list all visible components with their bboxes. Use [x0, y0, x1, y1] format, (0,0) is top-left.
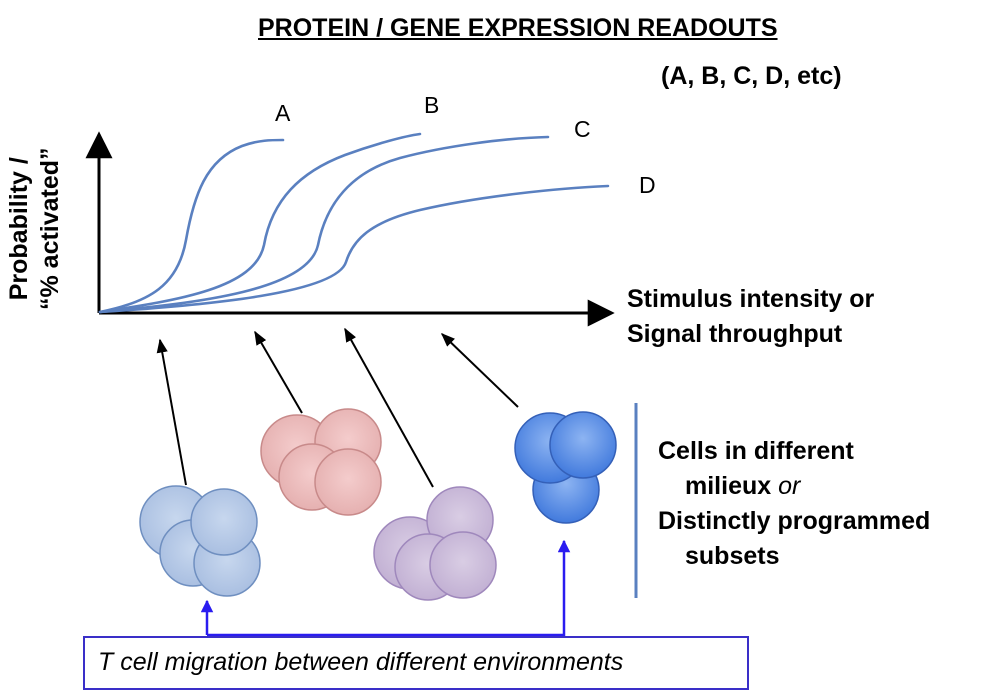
curve-label-b: B	[424, 92, 440, 118]
arrow-bright-blue	[440, 333, 519, 408]
arrow-pink	[254, 330, 303, 414]
curve-c	[98, 135, 550, 314]
cells-caption-line2-prefix: milieux	[685, 472, 779, 500]
curve-d	[98, 184, 610, 314]
cells-caption-line2: milieux or	[658, 469, 930, 504]
curve-label-d: D	[639, 172, 656, 198]
diagram-subtitle: (A, B, C, D, etc)	[661, 62, 842, 90]
y-axis-label-line1: Probability /	[5, 157, 33, 301]
curve-b	[98, 132, 422, 314]
cells-caption: Cells in different milieux or Distinctly…	[658, 434, 930, 574]
x-axis-label-line1: Stimulus intensity or	[627, 285, 875, 313]
migration-text: T cell migration between different envir…	[98, 648, 624, 676]
diagram-title: PROTEIN / GENE EXPRESSION READOUTS	[258, 14, 778, 42]
x-axis-label-line2: Signal throughput	[627, 320, 843, 348]
cell-cluster-pink	[260, 408, 382, 516]
curve-label-a: A	[275, 100, 291, 126]
arrow-purple	[344, 327, 434, 488]
cells-caption-line2-italic: or	[778, 472, 801, 500]
migration-box: T cell migration between different envir…	[83, 636, 749, 690]
y-axis-label-line2: “% activated”	[36, 147, 64, 310]
x-axis-label: Stimulus intensity or Signal throughput	[627, 282, 874, 352]
cells-caption-line1: Cells in different	[658, 437, 854, 465]
cells-caption-line3: Distinctly programmed	[658, 507, 931, 535]
curve-a	[98, 138, 285, 314]
cells-caption-line4: subsets	[685, 542, 780, 570]
cell-cluster-purple	[373, 486, 497, 601]
curve-label-c: C	[574, 116, 591, 142]
arrow-light-blue	[156, 338, 187, 486]
cell-cluster-light-blue	[139, 485, 261, 597]
migration-connector-right	[207, 539, 571, 637]
cell-cluster-bright-blue	[514, 411, 617, 524]
